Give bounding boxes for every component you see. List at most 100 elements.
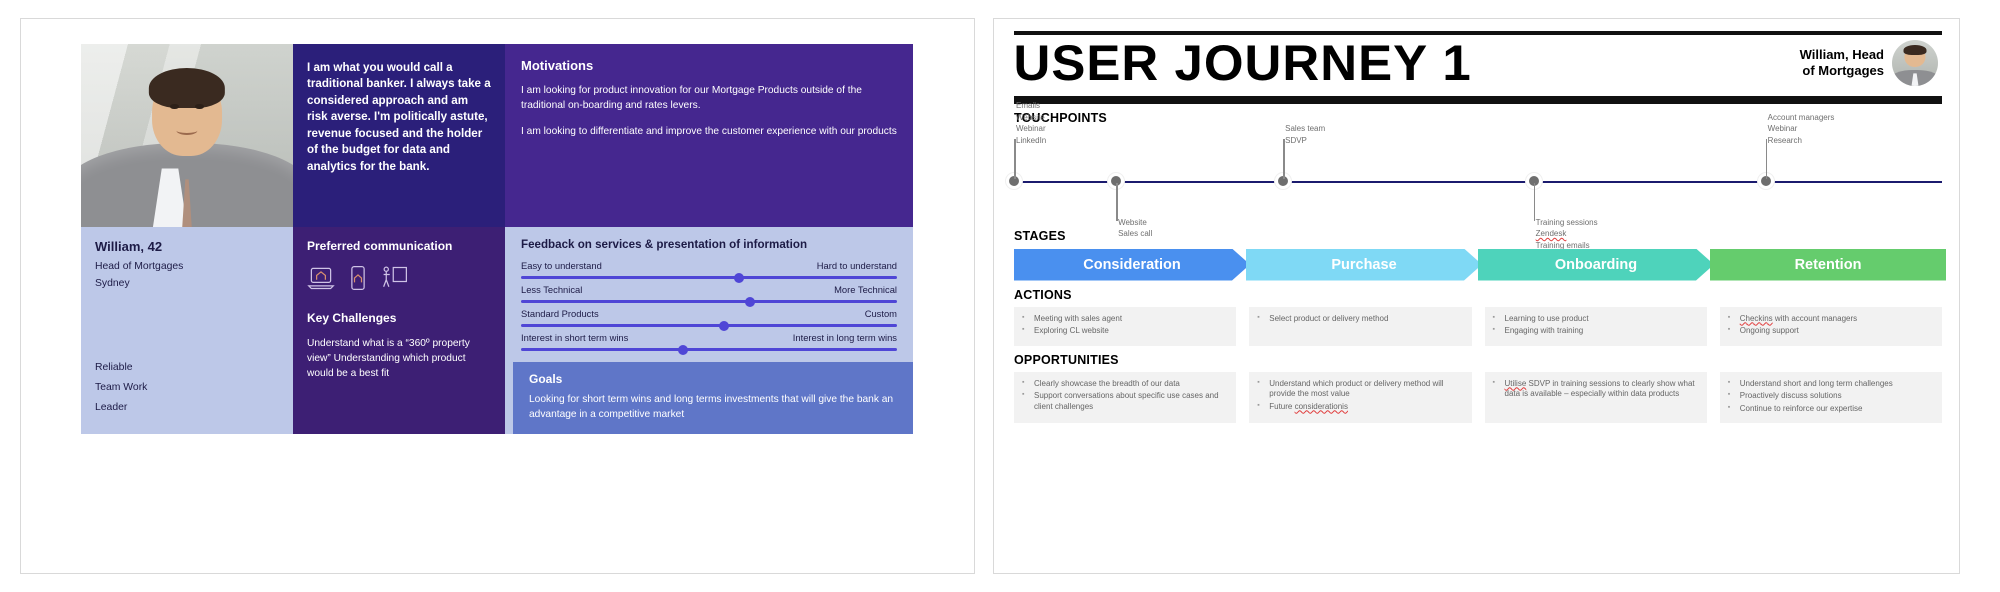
- persona-badge-line2: of Mortgages: [1802, 63, 1884, 79]
- stages-label: STAGES: [1014, 228, 1066, 243]
- stage-label: Retention: [1794, 256, 1862, 273]
- list-item: Understand short and long term challenge…: [1724, 378, 1934, 390]
- persona-photo: [81, 44, 293, 227]
- list-item: Engaging with training: [1489, 325, 1699, 337]
- key-challenges-body: Understand what is a “360º property view…: [307, 338, 470, 380]
- slider-knob[interactable]: [719, 320, 730, 331]
- touchpoint-stem: [1014, 138, 1016, 179]
- slider-left-label: Easy to understand: [521, 260, 602, 271]
- persona-bio: I am what you would call a traditional b…: [293, 44, 505, 227]
- persona-badge: William, Head of Mortgages: [1800, 40, 1938, 87]
- list-item: Proactively discuss solutions: [1724, 390, 1934, 402]
- communication-icon-row: [307, 264, 491, 297]
- persona-card: I am what you would call a traditional b…: [20, 18, 975, 574]
- goals-title: Goals: [529, 372, 563, 386]
- opportunities-label: OPPORTUNITIES: [1014, 352, 1119, 367]
- list-item: Ongoing support: [1724, 325, 1934, 337]
- touchpoint-stem: [1116, 182, 1118, 221]
- stage-label: Onboarding: [1554, 256, 1638, 273]
- slider-knob[interactable]: [677, 344, 688, 355]
- slider-track[interactable]: [521, 272, 897, 283]
- opportunity-cell: Understand which product or delivery met…: [1249, 371, 1472, 424]
- stage-chevron-retention[interactable]: Retention: [1710, 248, 1946, 281]
- persona-traits: Reliable Team Work Leader: [95, 362, 279, 422]
- list-item: Future considerationis: [1253, 401, 1463, 413]
- preferred-communication-title: Preferred communication: [307, 239, 453, 253]
- trait-item: Leader: [95, 402, 128, 413]
- stage-label: Purchase: [1331, 256, 1397, 273]
- slider-track[interactable]: [521, 320, 897, 331]
- action-cell: Learning to use productEngaging with tra…: [1484, 306, 1707, 346]
- goals-body: Looking for short term wins and long ter…: [529, 394, 894, 420]
- persona-badge-line1: William, Head: [1799, 47, 1884, 62]
- list-item: Exploring CL website: [1018, 325, 1228, 337]
- persona-location: Sydney: [95, 278, 130, 289]
- stage-chevron-purchase[interactable]: Purchase: [1246, 249, 1482, 281]
- slider-right-label: Interest in long term wins: [792, 332, 897, 343]
- action-cell: Select product or delivery method: [1249, 306, 1472, 346]
- header-rule-bottom: [1014, 95, 1942, 104]
- stage-chevron-consideration[interactable]: Consideration: [1014, 249, 1250, 281]
- page-title: USER JOURNEY 1: [1013, 35, 1472, 91]
- timeline-axis: [1014, 180, 1942, 183]
- slider-right-label: Hard to understand: [816, 260, 897, 271]
- action-cell: Meeting with sales agentExploring CL web…: [1014, 306, 1237, 346]
- trait-item: Team Work: [95, 382, 148, 393]
- list-item: Understand which product or delivery met…: [1253, 378, 1463, 400]
- preferred-communication-section: Preferred communication: [293, 227, 505, 434]
- persona-name: William, 42: [95, 239, 163, 254]
- slider-track[interactable]: [521, 296, 897, 307]
- list-item: Checkins with account managers: [1724, 313, 1934, 325]
- action-cell: Checkins with account managersOngoing su…: [1719, 306, 1942, 346]
- feedback-slider-row: Less Technical More Technical: [521, 284, 897, 307]
- slider-knob[interactable]: [745, 296, 756, 307]
- slider-right-label: Custom: [864, 308, 897, 319]
- touchpoints-label: TOUCHPOINTS: [1014, 110, 1107, 125]
- slider-left-label: Less Technical: [521, 284, 583, 295]
- motivations-title: Motivations: [521, 58, 594, 73]
- slider-right-label: More Technical: [834, 284, 897, 295]
- list-item: Support conversations about specific use…: [1018, 390, 1228, 412]
- goals-section: Goals Looking for short term wins and lo…: [513, 362, 913, 434]
- opportunities-grid: Clearly showcase the breadth of our data…: [1014, 371, 1942, 424]
- presentation-icon: [381, 264, 409, 297]
- list-item: Clearly showcase the breadth of our data: [1018, 378, 1228, 390]
- stage-chevron-onboarding[interactable]: Onboarding: [1478, 249, 1714, 281]
- avatar: [1892, 40, 1938, 87]
- slider-track[interactable]: [521, 344, 897, 355]
- laptop-icon: [307, 264, 335, 297]
- feedback-title: Feedback on services & presentation of i…: [521, 238, 808, 251]
- persona-badge-label: William, Head of Mortgages: [1800, 47, 1884, 80]
- actions-grid: Meeting with sales agentExploring CL web…: [1014, 306, 1942, 346]
- header-rule-top: [1014, 31, 1942, 35]
- persona-role: Head of Mortgages: [95, 261, 184, 272]
- touchpoint-stem: [1283, 138, 1285, 179]
- actions-label: ACTIONS: [1014, 287, 1072, 302]
- list-item: Learning to use product: [1489, 313, 1699, 325]
- opportunity-cell: Utilise SDVP in training sessions to cle…: [1484, 371, 1707, 424]
- mobile-icon: [344, 264, 372, 297]
- touchpoint-stem: [1765, 138, 1768, 179]
- motivations-paragraph-1: I am looking for product innovation for …: [521, 85, 862, 112]
- persona-grid: I am what you would call a traditional b…: [81, 44, 913, 434]
- opportunity-cell: Clearly showcase the breadth of our data…: [1014, 371, 1237, 424]
- journey-header: USER JOURNEY 1 William, Head of Mortgage…: [1014, 35, 1942, 94]
- slider-knob[interactable]: [734, 272, 745, 283]
- persona-identity: William, 42 Head of Mortgages Sydney Rel…: [81, 227, 293, 434]
- user-journey-card: USER JOURNEY 1 William, Head of Mortgage…: [993, 18, 1960, 574]
- stages-bar: Consideration Purchase Onboarding Retention: [1014, 248, 1946, 281]
